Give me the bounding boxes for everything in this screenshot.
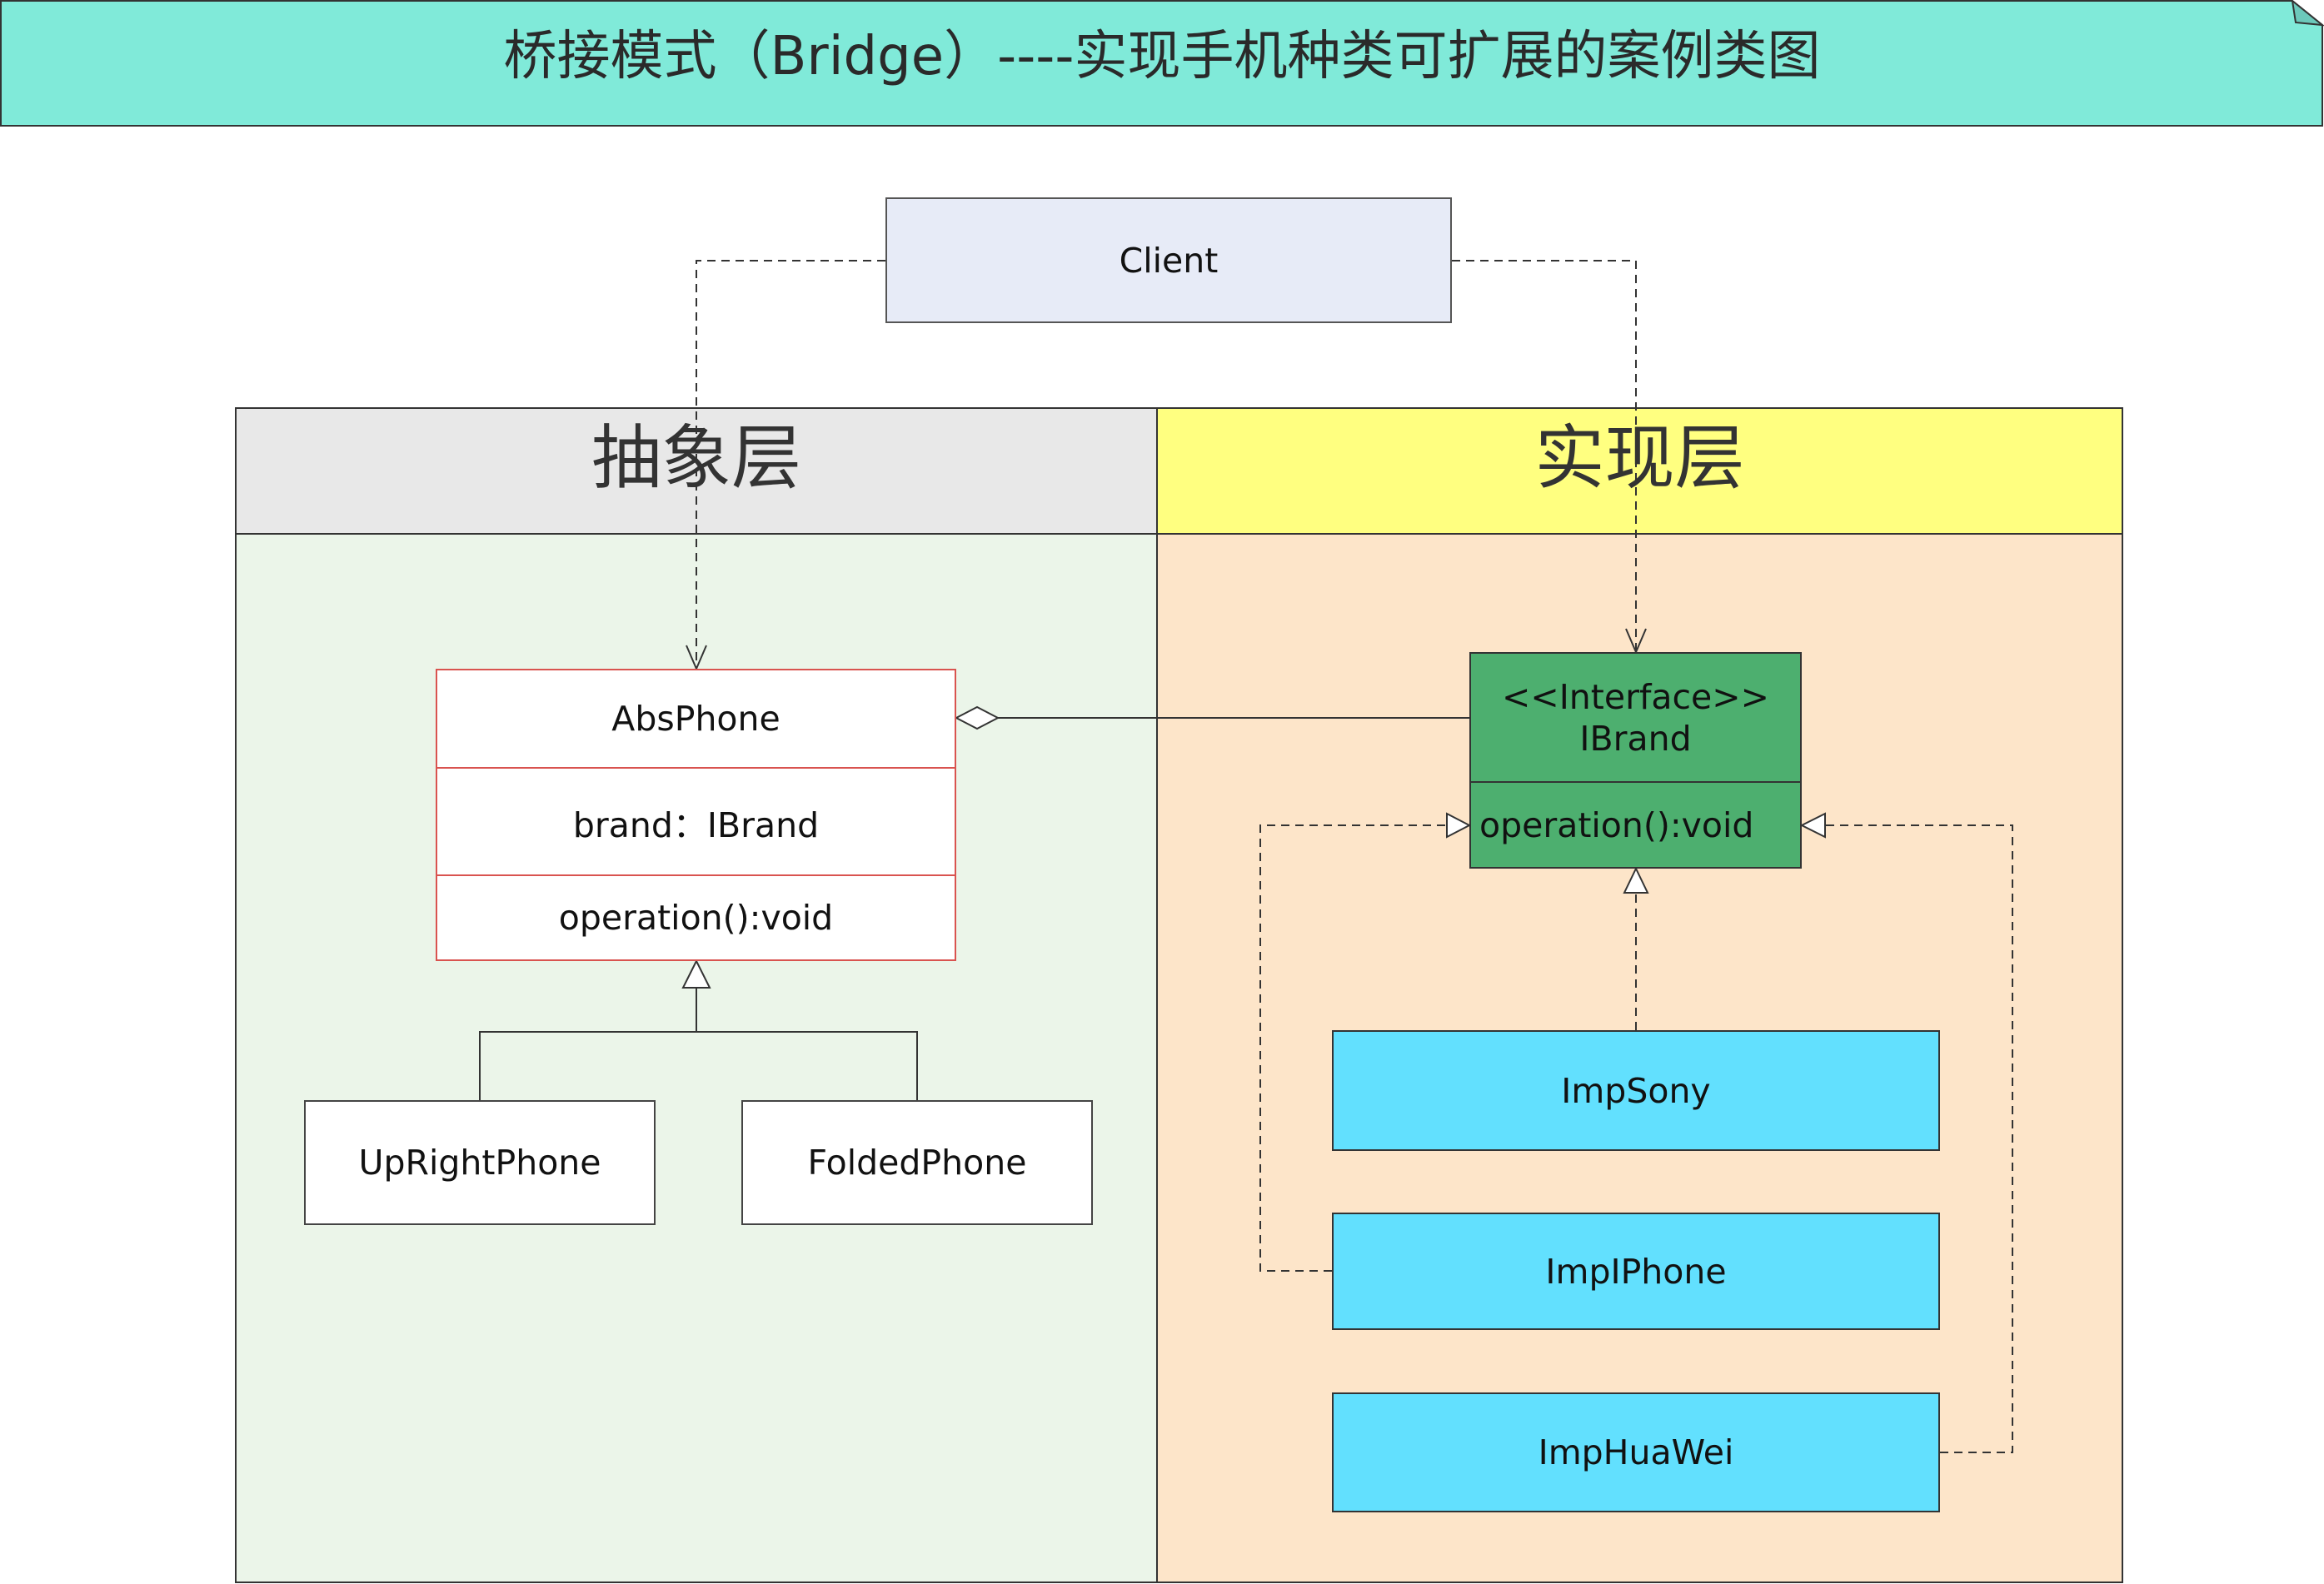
impsony-class: ImpSony: [1332, 1030, 1940, 1151]
lane-implementation-header: 实现层: [1157, 408, 2122, 534]
ibrand-stereotype: <<Interface>>: [1502, 676, 1769, 717]
lane-implementation-title: 实现层: [1534, 417, 1745, 499]
ibrand-interface: <<Interface>> IBrand operation():void: [1469, 652, 1802, 869]
title-note-shape: [0, 0, 2324, 127]
title-note-fold: [2291, 0, 2324, 27]
absphone-operation: operation():void: [437, 874, 955, 959]
impsony-label: ImpSony: [1561, 1070, 1711, 1111]
uprightphone-label: UpRightPhone: [358, 1143, 601, 1183]
uprightphone-class: UpRightPhone: [304, 1100, 656, 1225]
lane-abstraction-title: 抽象层: [591, 417, 801, 499]
imphuawei-class: ImpHuaWei: [1332, 1392, 1940, 1512]
client-class: Client: [885, 197, 1452, 323]
foldedphone-class: FoldedPhone: [741, 1100, 1093, 1225]
foldedphone-label: FoldedPhone: [807, 1143, 1027, 1183]
imphuawei-label: ImpHuaWei: [1538, 1432, 1734, 1472]
impiphone-label: ImpIPhone: [1545, 1251, 1727, 1292]
ibrand-name: IBrand: [1579, 718, 1692, 759]
client-label: Client: [1119, 240, 1219, 281]
ibrand-operation: operation():void: [1471, 781, 1800, 867]
ibrand-header: <<Interface>> IBrand: [1471, 654, 1800, 781]
absphone-name: AbsPhone: [611, 699, 780, 739]
title-note-body: [0, 0, 2323, 127]
absphone-attribute: brand：IBrand: [437, 767, 955, 874]
diagram-title: 桥接模式（Bridge）----实现手机种类可扩展的案例类图: [503, 26, 1821, 87]
impiphone-class: ImpIPhone: [1332, 1213, 1940, 1330]
lane-abstraction-header: 抽象层: [236, 408, 1157, 534]
title-banner: 桥接模式（Bridge）----实现手机种类可扩展的案例类图: [0, 0, 2324, 127]
absphone-class: AbsPhone brand：IBrand operation():void: [436, 669, 956, 961]
